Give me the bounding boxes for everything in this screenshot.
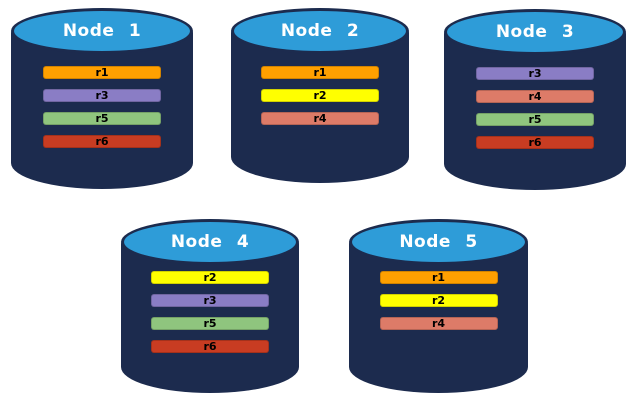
cylinder-top-ellipse: Node 4 [121,219,299,265]
replica-list: r3 r4 r5 r6 [444,67,626,159]
replica-bar-r1: r1 [261,66,379,79]
replica-bar-r2: r2 [261,89,379,102]
node-cylinder-4: Node 4 r2 r3 r5 r6 [121,219,299,393]
replica-list: r2 r3 r5 r6 [121,271,299,363]
node-title: Node 2 [280,21,360,41]
replica-bar-r6: r6 [43,135,161,148]
replica-list: r1 r2 r4 [231,66,409,135]
replica-bar-r4: r4 [476,90,594,103]
node-title: Node 5 [399,232,478,252]
node-cylinder-1: Node 1 r1 r3 r5 r6 [11,8,193,189]
replica-bar-r3: r3 [476,67,594,80]
node-cylinder-2: Node 2 r1 r2 r4 [231,8,409,183]
cylinder-body [231,31,409,183]
replica-bar-r6: r6 [476,136,594,149]
replica-bar-r1: r1 [379,271,498,284]
cylinder-body [11,31,193,189]
node-title: Node 4 [170,232,250,252]
replica-bar-r5: r5 [151,317,269,330]
replica-list: r1 r3 r5 r6 [11,66,193,158]
replica-bar-r5: r5 [43,112,161,125]
cylinder-top-ellipse: Node 1 [11,8,193,54]
cylinder-top-ellipse: Node 5 [349,219,528,265]
replica-bar-r5: r5 [476,113,594,126]
replica-bar-r3: r3 [43,89,161,102]
node-title: Node 1 [62,21,142,41]
replica-bar-r2: r2 [151,271,269,284]
replica-bar-r4: r4 [261,112,379,125]
node-title: Node 3 [495,22,575,42]
cylinder-top-ellipse: Node 2 [231,8,409,54]
replica-bar-r3: r3 [151,294,269,307]
node-cylinder-3: Node 3 r3 r4 r5 r6 [444,9,626,190]
replica-bar-r4: r4 [379,317,498,330]
replica-bar-r1: r1 [43,66,161,79]
cylinder-body [444,32,626,190]
replica-list: r1 r2 r4 [349,271,528,340]
node-cylinder-5: Node 5 r1 r2 r4 [349,219,528,393]
replica-bar-r6: r6 [151,340,269,353]
cylinder-top-ellipse: Node 3 [444,9,626,55]
replica-bar-r2: r2 [379,294,498,307]
